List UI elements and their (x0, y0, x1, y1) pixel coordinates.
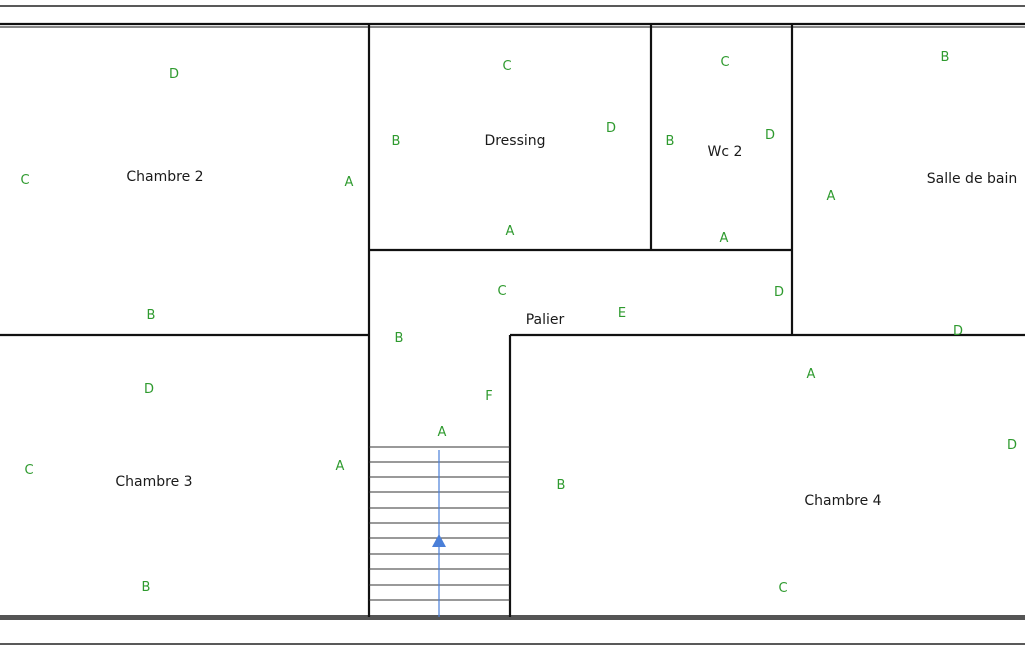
wall-letter: D (144, 382, 154, 397)
staircase (369, 446, 510, 617)
room-label-salle-de-bain: Salle de bain (927, 171, 1018, 187)
wall-letter: B (395, 331, 404, 346)
room-label-dressing: Dressing (484, 133, 545, 149)
wall-letter: B (392, 134, 401, 149)
room-label-wc-2: Wc 2 (708, 144, 743, 160)
wall-letter: E (618, 306, 626, 321)
wall-letter: B (941, 50, 950, 65)
wall-letter: D (169, 67, 179, 82)
wall-letter: D (606, 121, 616, 136)
wall-letter: A (720, 231, 729, 246)
room-label-chambre-2: Chambre 2 (126, 169, 203, 185)
wall-letter: C (720, 55, 729, 70)
wall-letters: D C A B C B D A C B D A B A D C E D B F … (20, 50, 1017, 596)
wall-letter: D (1007, 438, 1017, 453)
wall-letter: A (345, 175, 354, 190)
wall-letter: D (774, 285, 784, 300)
wall-letter: C (20, 173, 29, 188)
room-label-chambre-3: Chambre 3 (115, 474, 192, 490)
wall-letter: C (778, 581, 787, 596)
wall-letter: A (438, 425, 447, 440)
wall-letter: A (807, 367, 816, 382)
wall-letter: C (24, 463, 33, 478)
room-label-chambre-4: Chambre 4 (804, 493, 881, 509)
wall-letter: B (666, 134, 675, 149)
wall-bottom (0, 615, 1025, 620)
wall-letter: A (336, 459, 345, 474)
stair-up-arrow-icon (432, 534, 446, 547)
room-label-palier: Palier (526, 312, 565, 328)
wall-letter: F (485, 389, 492, 404)
wall-letter: A (506, 224, 515, 239)
wall-letter: B (557, 478, 566, 493)
wall-letter: B (147, 308, 156, 323)
wall-letter: D (953, 324, 963, 339)
wall-letter: C (497, 284, 506, 299)
wall-letter: B (142, 580, 151, 595)
room-labels: Chambre 2 Dressing Wc 2 Salle de bain Pa… (115, 133, 1017, 509)
wall-letter: C (502, 59, 511, 74)
walls (0, 22, 1025, 620)
wall-letter: A (827, 189, 836, 204)
wall-letter: D (765, 128, 775, 143)
